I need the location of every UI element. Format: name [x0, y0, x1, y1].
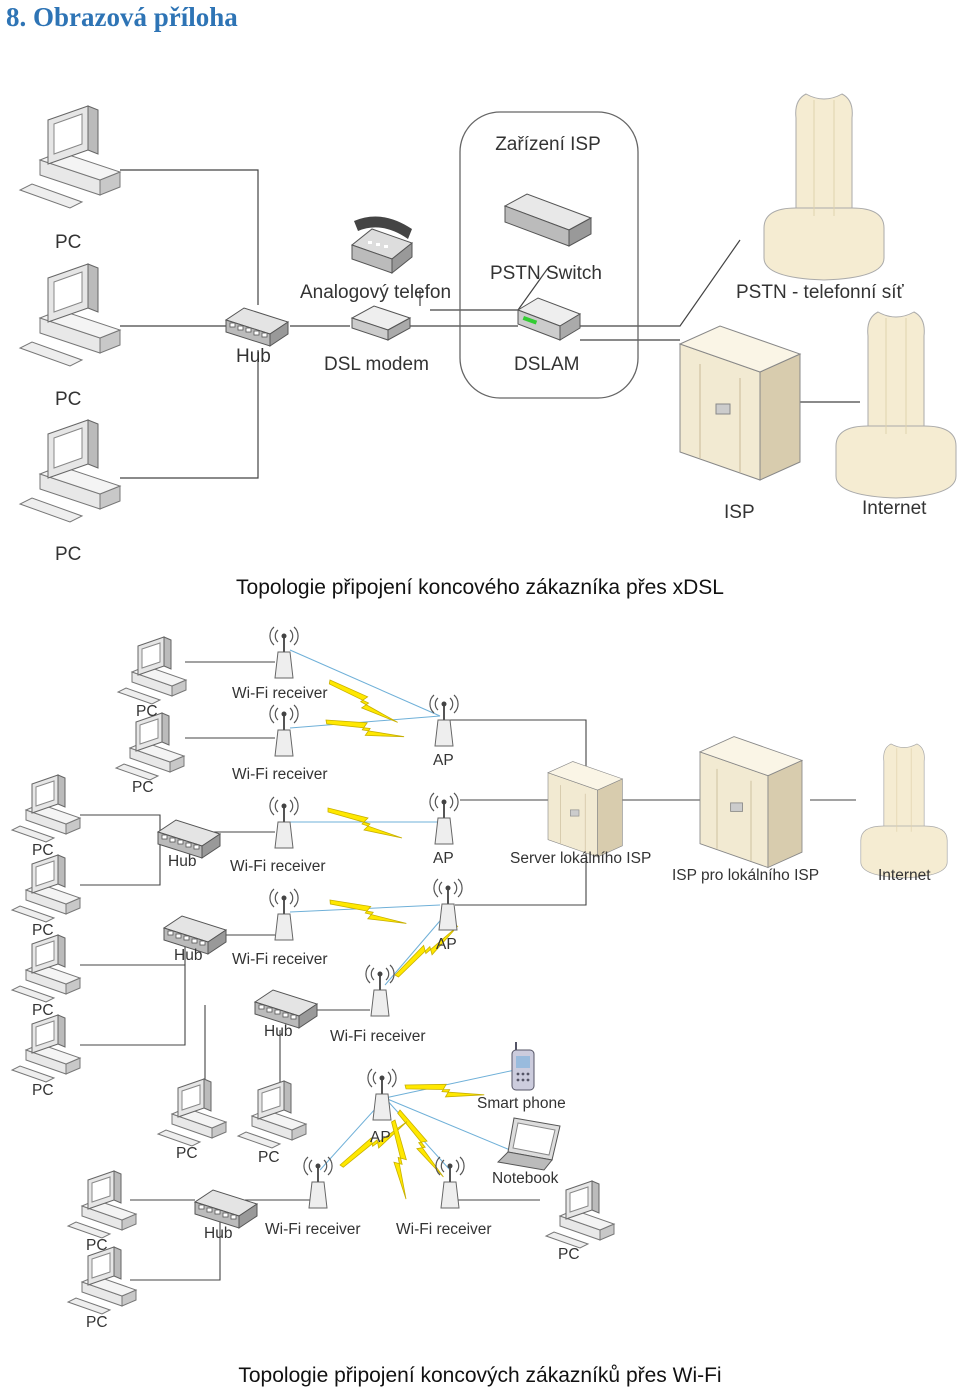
pc-label: PC	[32, 1082, 54, 1099]
pc-label: PC	[32, 1002, 54, 1019]
smart-phone-label: Smart phone	[477, 1095, 566, 1112]
wifi-receiver-icon	[268, 704, 300, 757]
ap-label: AP	[433, 850, 454, 867]
pc-label: PC	[176, 1145, 198, 1162]
isp-server-icon	[699, 736, 803, 868]
pc-icon	[67, 1170, 137, 1239]
dslam-label: DSLAM	[514, 354, 579, 375]
notebook-icon	[496, 1117, 561, 1171]
pc-label: PC	[55, 544, 81, 565]
wifi-receiver-label: Wi-Fi receiver	[232, 951, 328, 968]
ap-label: AP	[433, 752, 454, 769]
xdsl-links	[120, 169, 860, 479]
pc-icon	[115, 712, 185, 781]
phone-label: Analogový telefon	[300, 282, 451, 303]
diagram2-caption: Topologie připojení koncových zákazníků …	[238, 1364, 722, 1387]
pc-icon	[11, 774, 81, 843]
internet-label: Internet	[878, 867, 931, 884]
wifi-receiver-label: Wi-Fi receiver	[232, 685, 328, 702]
local-isp-server-icon	[547, 761, 623, 858]
isp-equipment-box	[459, 111, 639, 399]
pstn-column-icon	[763, 93, 885, 281]
pc-label: PC	[258, 1149, 280, 1166]
pc-label: PC	[86, 1237, 108, 1254]
pc-icon	[19, 263, 121, 367]
pc-icon	[67, 1246, 137, 1315]
ap-label: AP	[370, 1129, 391, 1146]
server-label: Server lokálního ISP	[510, 850, 651, 867]
dsl-modem-icon	[350, 305, 412, 341]
diagram1-caption: Topologie připojení koncového zákazníka …	[236, 576, 724, 599]
smart-phone-icon	[511, 1042, 535, 1091]
wifi-receiver-label: Wi-Fi receiver	[330, 1028, 426, 1045]
pstn-switch-label: PSTN Switch	[490, 263, 602, 284]
wifi-receiver-icon	[268, 626, 300, 679]
dslam-icon	[516, 297, 582, 341]
pc-label: PC	[32, 842, 54, 859]
isp-box-label: Zařízení ISP	[495, 134, 601, 155]
wifi-receiver-label: Wi-Fi receiver	[232, 766, 328, 783]
isp-local-label: ISP pro lokálního ISP	[672, 867, 819, 884]
pc-icon	[157, 1078, 227, 1147]
wifi-receiver-label: Wi-Fi receiver	[265, 1221, 361, 1238]
pc-label: PC	[55, 389, 81, 410]
pc-icon	[19, 419, 121, 523]
pc-label: PC	[86, 1314, 108, 1331]
hub-label: Hub	[174, 947, 202, 964]
internet-column-icon	[860, 743, 948, 879]
pc-icon	[545, 1180, 615, 1249]
internet-column-icon	[835, 311, 957, 499]
wifi-receiver-label: Wi-Fi receiver	[396, 1221, 492, 1238]
pc-label: PC	[32, 922, 54, 939]
pc-label: PC	[55, 232, 81, 253]
notebook-label: Notebook	[492, 1170, 559, 1187]
pstn-label: PSTN - telefonní síť	[736, 282, 905, 303]
internet-label: Internet	[862, 498, 927, 519]
section-heading: 8. Obrazová příloha	[6, 2, 238, 32]
pc-label: PC	[136, 703, 158, 720]
hub-icon	[194, 1189, 258, 1229]
telephone-icon	[350, 216, 414, 275]
pc-icon	[237, 1080, 307, 1149]
lightning-bolts	[324, 679, 485, 1200]
hub-label: Hub	[236, 346, 271, 367]
pc-label: PC	[558, 1246, 580, 1263]
wifi-receiver-icon	[268, 888, 300, 941]
modem-label: DSL modem	[324, 354, 429, 375]
wifi-diagram: PC PC PC PC PC PC PC PC PC PC PC Hub Hub…	[11, 626, 948, 1331]
isp-label: ISP	[724, 502, 755, 523]
hub-label: Hub	[204, 1225, 232, 1242]
wifi-receiver-icon	[364, 964, 396, 1017]
wifi-beams	[289, 649, 516, 1171]
xdsl-diagram: Zařízení ISP PC PC PC Hub Analogový tele…	[19, 93, 957, 565]
access-point-icon	[428, 792, 460, 845]
pstn-switch-icon	[503, 193, 593, 247]
pc-icon	[19, 105, 121, 209]
wifi-receiver-label: Wi-Fi receiver	[230, 858, 326, 875]
pc-icon	[11, 1014, 81, 1083]
hub-label: Hub	[168, 853, 196, 870]
ap-label: AP	[436, 936, 457, 953]
pc-icon	[11, 934, 81, 1003]
hub-label: Hub	[264, 1023, 292, 1040]
isp-server-icon	[679, 325, 801, 481]
pc-icon	[117, 636, 187, 705]
hub-icon	[225, 307, 289, 347]
pc-label: PC	[132, 779, 154, 796]
pc-icon	[11, 854, 81, 923]
